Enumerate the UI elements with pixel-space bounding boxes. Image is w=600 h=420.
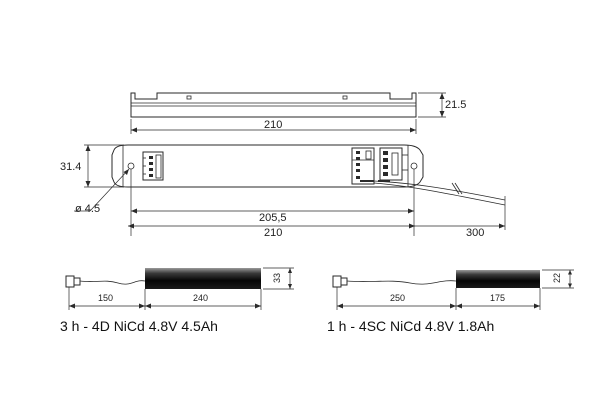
battery-left-body-label: 240 — [193, 293, 208, 303]
slot-mark-left — [186, 95, 192, 100]
front-view-body — [111, 144, 424, 188]
battery-left: 150 240 33 3 h - 4D NiCd 4.8V 4.5Ah — [60, 267, 294, 334]
front-view-length-label: 210 — [264, 227, 282, 239]
top-view-height-label: 21.5 — [445, 99, 466, 111]
battery-right: 250 175 22 1 h - 4SC NiCd 4.8V 1.8Ah — [327, 269, 574, 334]
mounting-hole-right — [410, 162, 418, 170]
battery-left-diameter-label: 33 — [272, 273, 282, 283]
battery-right-connector — [332, 275, 342, 288]
battery-right-wire-label: 250 — [390, 293, 405, 303]
slot-mark-right — [342, 95, 348, 100]
battery-right-caption: 1 h - 4SC NiCd 4.8V 1.8Ah — [327, 318, 494, 334]
front-view: 31.4 ø 4.5 205,5 210 300 — [60, 144, 506, 239]
battery-right-body-label: 175 — [490, 293, 505, 303]
top-view: 21.5 210 — [130, 92, 466, 134]
top-view-length-label: 210 — [264, 119, 282, 131]
wire-length-label: 300 — [466, 227, 484, 239]
hole-diameter-label: ø 4.5 — [75, 203, 100, 215]
battery-left-connector — [65, 275, 75, 288]
mounting-hole-left — [127, 162, 135, 170]
output-wires — [373, 180, 506, 206]
battery-left-wire-label: 150 — [98, 293, 113, 303]
top-view-body — [130, 92, 417, 118]
hole-spacing-label: 205,5 — [259, 212, 287, 224]
battery-right-diameter-label: 22 — [552, 273, 562, 283]
terminal-block-right — [351, 147, 408, 185]
battery-right-cell — [456, 270, 540, 288]
battery-left-caption: 3 h - 4D NiCd 4.8V 4.5Ah — [60, 318, 218, 334]
battery-left-cell — [145, 268, 261, 289]
front-view-height-label: 31.4 — [60, 161, 81, 173]
terminal-block-left — [142, 151, 164, 181]
